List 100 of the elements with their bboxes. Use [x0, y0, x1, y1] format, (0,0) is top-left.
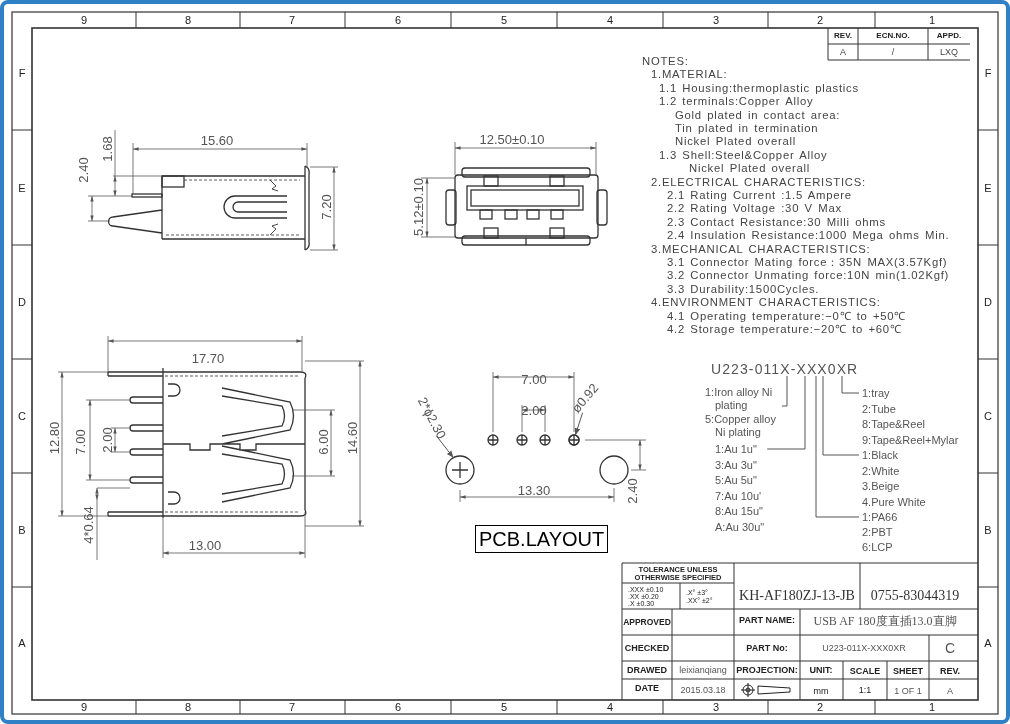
dimension-text: 15.60: [200, 133, 234, 147]
zone-marker: F: [984, 67, 992, 79]
option-text: 7:Au 10u': [715, 488, 763, 504]
zone-marker: 5: [500, 701, 508, 713]
revision-value: A: [947, 686, 953, 696]
zone-marker: 4: [606, 14, 614, 26]
note-text: 4.ENVIRONMENT CHARACTERISTICS:: [651, 297, 881, 309]
note-text: 3.1 Connector Mating force：35N MAX(3.57Kgf): [667, 257, 948, 269]
dimension-text: 2.40: [76, 157, 90, 183]
dimension-text: 12.50±0.10: [479, 132, 545, 146]
field-label: DATE: [635, 683, 659, 693]
note-text: 3.3 Durability:1500Cycles.: [667, 284, 820, 296]
leader-line: [766, 375, 806, 450]
zone-marker: C: [18, 410, 26, 422]
option-text: 1:tray: [862, 386, 891, 401]
zone-marker: E: [18, 182, 26, 194]
option-text: 2:White: [862, 463, 901, 479]
zone-marker: 7: [288, 701, 296, 713]
zone-marker: 6: [394, 701, 402, 713]
field-value: leixianqiang: [679, 665, 727, 675]
column-header: REV.: [834, 32, 852, 40]
leader-line: [781, 375, 788, 407]
note-text: 1.2 terminals:Copper Alloy: [659, 96, 814, 108]
leader-line: [822, 375, 860, 456]
option-text: 2:PBT: [862, 525, 894, 540]
field-value: 2015.03.18: [680, 685, 726, 695]
dimension-text: 7.00: [521, 372, 547, 386]
zone-marker: 4: [606, 701, 614, 713]
dimension-text: 17.70: [191, 351, 225, 365]
dimension-text: 2.40: [625, 478, 639, 504]
note-text: 3.2 Connector Unmating force:10N min(1.02Kgf): [667, 270, 950, 283]
zone-marker: 9: [80, 701, 88, 713]
zone-marker: 7: [288, 14, 296, 26]
part-code: U223-011X-XXX0XR: [711, 362, 859, 376]
zone-marker: D: [984, 296, 992, 308]
note-text: 4.1 Operating temperature:−0℃ to +50℃: [667, 310, 907, 323]
zone-marker: C: [984, 410, 992, 422]
option-text: 9:Tape&Reel+Mylar: [862, 433, 959, 449]
pin-hole: [568, 434, 580, 446]
option-text: 1:Black: [862, 448, 900, 463]
field-label: APPROVED: [623, 617, 671, 627]
column-header: UNIT:: [809, 665, 833, 675]
zone-marker: 2: [816, 701, 824, 713]
dimension-text: 13.00: [188, 538, 222, 552]
part-name: USB AF 180度直插13.0直脚: [813, 615, 957, 627]
note-text: Tin plated in termination: [675, 123, 819, 135]
zone-marker: 3: [712, 14, 720, 26]
dimension-text: 7.20: [319, 194, 333, 220]
option-text: 1:PA66: [862, 510, 898, 525]
column-header: REV.: [939, 666, 961, 676]
field-label: CHECKED: [624, 643, 670, 653]
dimension-text: 12.80: [47, 421, 61, 455]
option-text: A:Au 30u": [715, 519, 765, 535]
dimension-text: 2.00: [100, 427, 114, 453]
revision-value: /: [891, 47, 895, 57]
leader-line: [841, 375, 860, 394]
zone-marker: 3: [712, 701, 720, 713]
zone-marker: 1: [928, 701, 936, 713]
dimension-text: 6.00: [316, 429, 330, 455]
layout-title: PCB.LAYOUT: [475, 525, 609, 553]
note-text: Nickel Plated overall: [675, 136, 797, 149]
note-text: 1.MATERIAL:: [651, 69, 728, 82]
column-header: SCALE: [849, 666, 881, 676]
zone-marker: 1: [928, 14, 936, 26]
note-text: 2.1 Rating Current :1.5 Ampere: [667, 190, 852, 202]
zone-marker: F: [18, 67, 26, 79]
dimension-text: 5.12±0.10: [411, 178, 425, 236]
field-label: PROJECTION:: [736, 665, 798, 675]
dimension-text: 1.68: [100, 136, 114, 162]
column-header: ECN.NO.: [876, 32, 910, 40]
field-label: PART No:: [746, 643, 788, 653]
option-text: 6:LCP: [862, 540, 894, 555]
phone-number: 0755-83044319: [870, 589, 960, 603]
column-header: SHEET: [893, 666, 923, 676]
note-text: 1.3 Shell:Steel&Copper Alloy: [659, 150, 828, 162]
note-text: 2.ELECTRICAL CHARACTERISTICS:: [651, 176, 866, 189]
zone-marker: E: [984, 182, 992, 194]
zone-marker: 8: [184, 701, 192, 713]
option-text: 4.Pure White: [862, 495, 926, 511]
field-value: mm: [813, 686, 829, 696]
option-text: 2:Tube: [862, 401, 897, 417]
field-value: 1:1: [858, 685, 872, 695]
part-number: KH-AF180ZJ-13-JB: [739, 589, 855, 603]
note-text: 4.2 Storage temperature:−20℃ to +60℃: [667, 324, 902, 336]
part-code: U223-011X-XXX0XR: [822, 643, 906, 653]
zone-marker: D: [18, 296, 26, 308]
zone-marker: A: [984, 637, 992, 649]
leader-line: [574, 412, 584, 436]
option-text: 5:Au 5u": [715, 473, 758, 489]
option-text: 3.Beige: [862, 479, 901, 495]
zone-marker: 5: [500, 14, 508, 26]
zone-marker: 2: [816, 14, 824, 26]
zone-marker: B: [18, 524, 26, 536]
option-text: 3:Au 3u": [715, 457, 758, 473]
field-label: PART NAME:: [739, 615, 795, 625]
dimension-text: 13.30: [517, 483, 551, 497]
option-text: 5:Copper alloy Ni plating: [705, 412, 777, 440]
column-header: APPD.: [936, 32, 962, 40]
option-text: 8:Tape&Reel: [862, 417, 926, 433]
note-text: 3.MECHANICAL CHARACTERISTICS:: [651, 243, 871, 256]
